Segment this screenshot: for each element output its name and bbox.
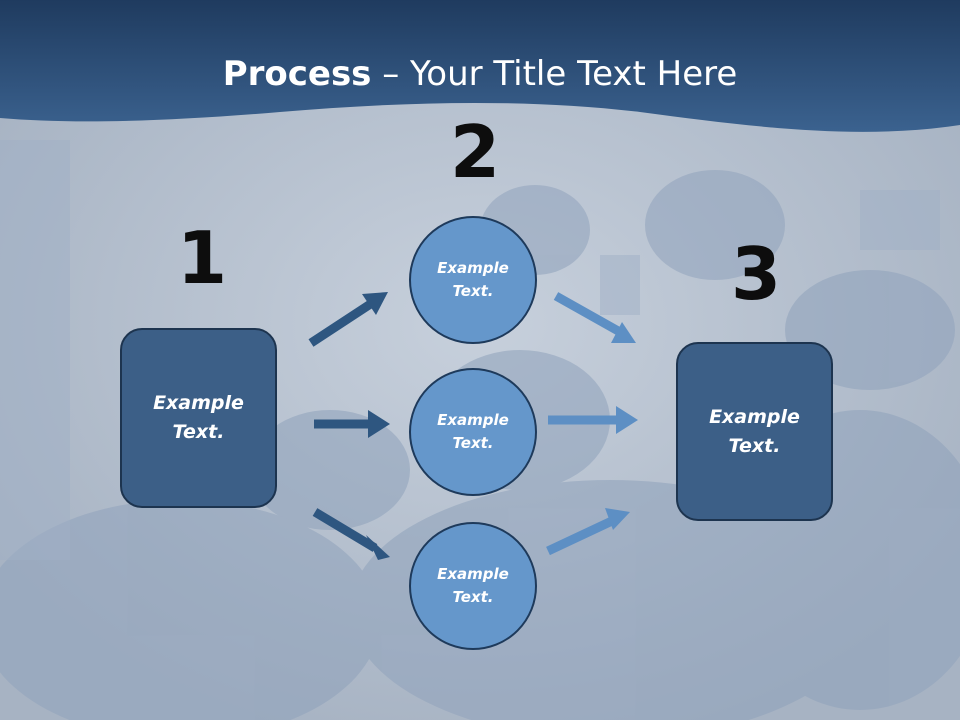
- arrow-left-to-top: [308, 292, 388, 347]
- arrow-left-to-middle: [314, 410, 390, 438]
- process-circle-bottom-text: Example Text.: [437, 565, 509, 606]
- arrow-left-to-bottom: [312, 508, 390, 560]
- title-bold: Process: [222, 54, 372, 94]
- process-circle-top: Example Text.: [409, 216, 537, 344]
- process-circle-top-text: Example Text.: [437, 259, 509, 300]
- process-box-right-text: Example Text.: [709, 405, 800, 457]
- process-box-left-text: Example Text.: [153, 392, 244, 443]
- process-circle-middle-text: Example Text.: [437, 411, 509, 452]
- process-box-left: Example Text.: [120, 328, 277, 508]
- arrow-top-to-right: [553, 292, 636, 343]
- process-circle-middle: Example Text.: [409, 368, 537, 496]
- arrow-bottom-to-right: [546, 508, 630, 556]
- title-rest: – Your Title Text Here: [371, 54, 738, 94]
- step-number-2: 2: [450, 110, 501, 194]
- step-number-1: 1: [177, 216, 228, 300]
- process-circle-bottom: Example Text.: [409, 522, 537, 650]
- arrow-middle-to-right: [548, 406, 638, 434]
- step-number-3: 3: [731, 232, 782, 316]
- slide-title: Process – Your Title Text Here: [0, 52, 960, 96]
- process-box-right: Example Text.: [676, 342, 833, 521]
